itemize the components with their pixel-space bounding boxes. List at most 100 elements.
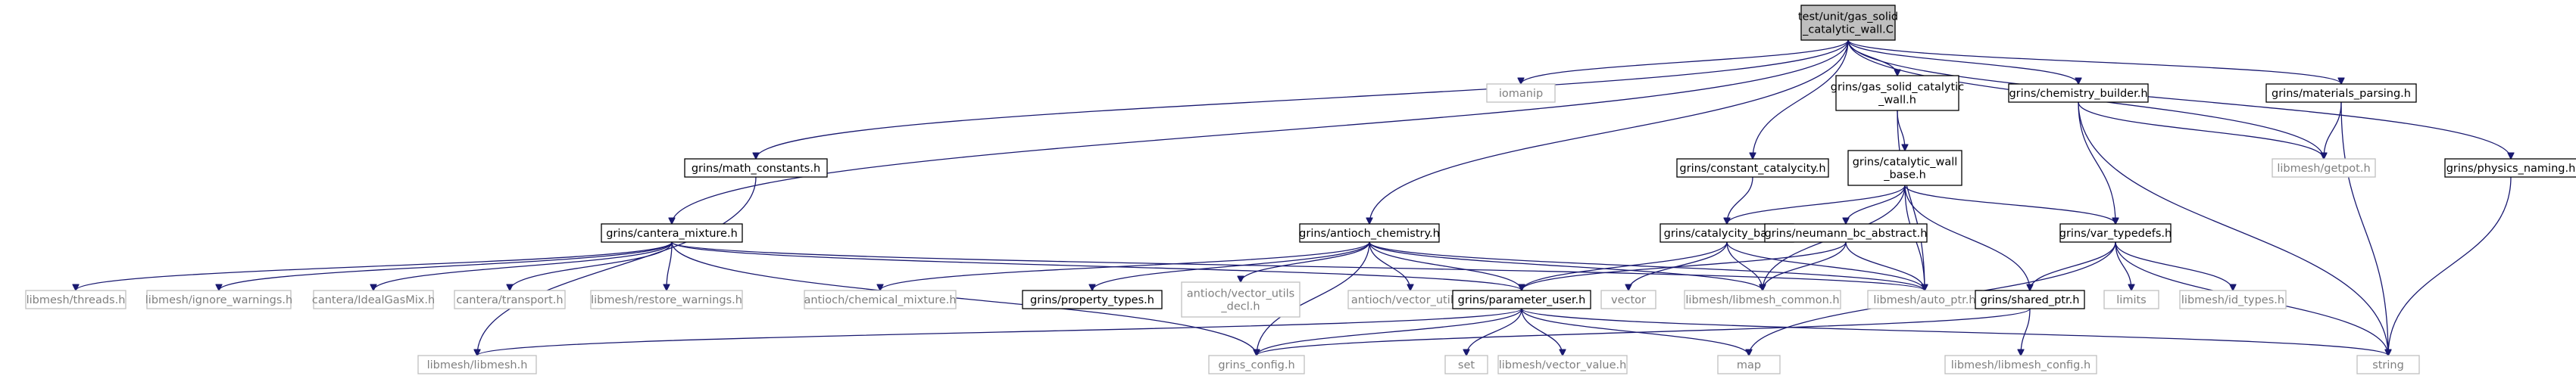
node-vector-value: libmesh/vector_value.h xyxy=(1497,355,1628,374)
node-label-threads: libmesh/threads.h xyxy=(27,294,126,306)
node-param-user[interactable]: grins/parameter_user.h xyxy=(1452,290,1591,309)
node-threads: libmesh/threads.h xyxy=(25,290,126,309)
edge-math-const-to-libmesh-h xyxy=(477,176,757,356)
edge-shared-ptr-to-grins-config xyxy=(1257,308,2031,356)
node-label-property-types: grins/property_types.h xyxy=(1030,294,1154,306)
node-box-id-types xyxy=(2179,290,2287,309)
node-label-id-types: libmesh/id_types.h xyxy=(2181,294,2284,306)
edge-antioch-chem-to-libmesh-common xyxy=(1369,241,1763,290)
edge-root-to-cantera-mix xyxy=(672,39,1849,224)
edge-antioch-chem-to-grins-config xyxy=(1257,241,1370,356)
node-label-vector-value: libmesh/vector_value.h xyxy=(1499,359,1627,371)
node-label-libmesh-h: libmesh/libmesh.h xyxy=(427,359,528,371)
node-vector: vector xyxy=(1600,290,1656,309)
edge-neumann-bc-to-param-user xyxy=(1522,241,1847,290)
node-box-math-const xyxy=(684,158,828,178)
node-box-map xyxy=(1717,355,1781,374)
node-vector-utils: antioch/vector_utils.h xyxy=(1347,290,1473,309)
edge-mat-parsing-to-getpot xyxy=(2324,101,2342,159)
node-id-types: libmesh/id_types.h xyxy=(2179,290,2287,309)
node-label-limits: limits xyxy=(2116,294,2146,306)
node-box-gas-solid-h xyxy=(1835,75,1959,111)
node-physics-naming[interactable]: grins/physics_naming.h xyxy=(2444,158,2576,178)
node-label-mat-parsing: grins/materials_parsing.h xyxy=(2272,88,2411,100)
node-set: set xyxy=(1444,355,1488,374)
node-label-restore-warn: libmesh/restore_warnings.h xyxy=(591,294,742,306)
edges-layer xyxy=(76,39,2511,356)
node-box-limits xyxy=(2103,290,2159,309)
edge-cantera-mix-to-auto-ptr xyxy=(671,241,1925,290)
edge-param-user-to-set xyxy=(1466,308,1522,356)
edge-gas-solid-h-to-auto-ptr xyxy=(1897,110,1925,290)
node-catal-wall-base[interactable]: grins/catalytic_wall_base.h xyxy=(1847,150,1962,186)
edge-antioch-chem-to-vector-utils xyxy=(1369,241,1410,290)
node-label-cantera-mix: grins/cantera_mixture.h xyxy=(606,228,738,240)
node-libmesh-config: libmesh/libmesh_config.h xyxy=(1944,355,2097,374)
node-label-auto-ptr: libmesh/auto_ptr.h xyxy=(1873,294,1975,306)
node-label-map: map xyxy=(1737,359,1761,371)
node-antioch-chem[interactable]: grins/antioch_chemistry.h xyxy=(1299,223,1440,243)
edge-catal-wall-base-to-var-typedefs xyxy=(1904,185,2115,224)
edge-cantera-mix-to-restore-warn xyxy=(667,241,673,290)
node-label-physics-naming: grins/physics_naming.h xyxy=(2446,163,2576,175)
node-box-cantera-mix xyxy=(601,223,743,243)
node-box-string xyxy=(2356,355,2420,374)
node-label-antioch-mix: antioch/chemical_mixture.h xyxy=(804,294,956,306)
node-box-shared-ptr xyxy=(1975,290,2085,309)
edge-neumann-bc-to-auto-ptr xyxy=(1845,241,1925,290)
node-const-catal[interactable]: grins/constant_catalycity.h xyxy=(1676,158,1829,178)
node-cantera-mix[interactable]: grins/cantera_mixture.h xyxy=(601,223,743,243)
edge-cantera-mix-to-threads xyxy=(76,241,673,290)
node-box-libmesh-config xyxy=(1944,355,2097,374)
node-label-transport: cantera/transport.h xyxy=(456,294,563,306)
node-box-chem-builder xyxy=(2008,83,2149,103)
node-label-catalycity-base: grins/catalycity_base.h xyxy=(1664,228,1791,240)
node-label-gas-solid-h: grins/gas_solid_catalytic_wall.h xyxy=(1831,82,1964,107)
node-var-typedefs[interactable]: grins/var_typedefs.h xyxy=(2059,223,2172,243)
node-map: map xyxy=(1717,355,1781,374)
edge-var-typedefs-to-limits xyxy=(2115,241,2131,290)
edge-root-to-math-const xyxy=(756,39,1849,159)
node-gas-solid-h[interactable]: grins/gas_solid_catalytic_wall.h xyxy=(1831,75,1964,111)
node-grins-config: grins_config.h xyxy=(1208,355,1305,374)
node-label-grins-config: grins_config.h xyxy=(1218,359,1294,371)
node-shared-ptr[interactable]: grins/shared_ptr.h xyxy=(1975,290,2085,309)
node-box-param-user xyxy=(1452,290,1591,309)
node-ideal-gas: cantera/IdealGasMix.h xyxy=(312,290,435,309)
node-label-ignore-warn: libmesh/ignore_warnings.h xyxy=(145,294,292,306)
node-label-math-const: grins/math_constants.h xyxy=(692,163,820,175)
edge-neumann-bc-to-libmesh-common xyxy=(1763,241,1847,290)
nodes-layer: test/unit/gas_solid_catalytic_wall.Cioma… xyxy=(25,5,2576,374)
edge-catal-wall-base-to-shared-ptr xyxy=(1904,185,2030,290)
node-libmesh-h: libmesh/libmesh.h xyxy=(417,355,537,374)
node-label-catal-wall-base: grins/catalytic_wall_base.h xyxy=(1853,157,1958,182)
edge-catalycity-base-to-libmesh-common xyxy=(1726,241,1763,290)
node-getpot: libmesh/getpot.h xyxy=(2272,158,2376,178)
node-mat-parsing[interactable]: grins/materials_parsing.h xyxy=(2265,83,2417,103)
edge-cantera-mix-to-grins-config xyxy=(671,241,1257,356)
node-neumann-bc[interactable]: grins/neumann_bc_abstract.h xyxy=(1764,223,1928,243)
node-label-chem-builder: grins/chemistry_builder.h xyxy=(2009,88,2147,100)
node-chem-builder[interactable]: grins/chemistry_builder.h xyxy=(2008,83,2149,103)
node-math-const[interactable]: grins/math_constants.h xyxy=(684,158,828,178)
edge-cantera-mix-to-ignore-warn xyxy=(219,241,673,290)
node-box-physics-naming xyxy=(2444,158,2576,178)
node-box-var-typedefs xyxy=(2059,223,2172,243)
edge-antioch-chem-to-antioch-mix xyxy=(880,241,1370,290)
node-limits: limits xyxy=(2103,290,2159,309)
edge-root-to-const-catal xyxy=(1753,39,1849,159)
edge-root-to-physics-naming xyxy=(1847,39,2511,159)
node-label-neumann-bc: grins/neumann_bc_abstract.h xyxy=(1765,228,1928,240)
edge-var-typedefs-to-shared-ptr xyxy=(2030,241,2116,290)
node-box-libmesh-h xyxy=(417,355,537,374)
node-box-restore-warn xyxy=(590,290,743,309)
node-property-types[interactable]: grins/property_types.h xyxy=(1022,290,1163,309)
node-box-neumann-bc xyxy=(1764,223,1928,243)
node-box-mat-parsing xyxy=(2265,83,2417,103)
node-label-vector-utils: antioch/vector_utils.h xyxy=(1351,294,1469,306)
edge-param-user-to-vector-value xyxy=(1521,308,1563,356)
node-label-libmesh-common: libmesh/libmesh_common.h xyxy=(1685,294,1839,306)
node-antioch-mix: antioch/chemical_mixture.h xyxy=(804,290,957,309)
edge-chem-builder-to-getpot xyxy=(2078,101,2324,159)
node-label-libmesh-config: libmesh/libmesh_config.h xyxy=(1951,359,2090,371)
